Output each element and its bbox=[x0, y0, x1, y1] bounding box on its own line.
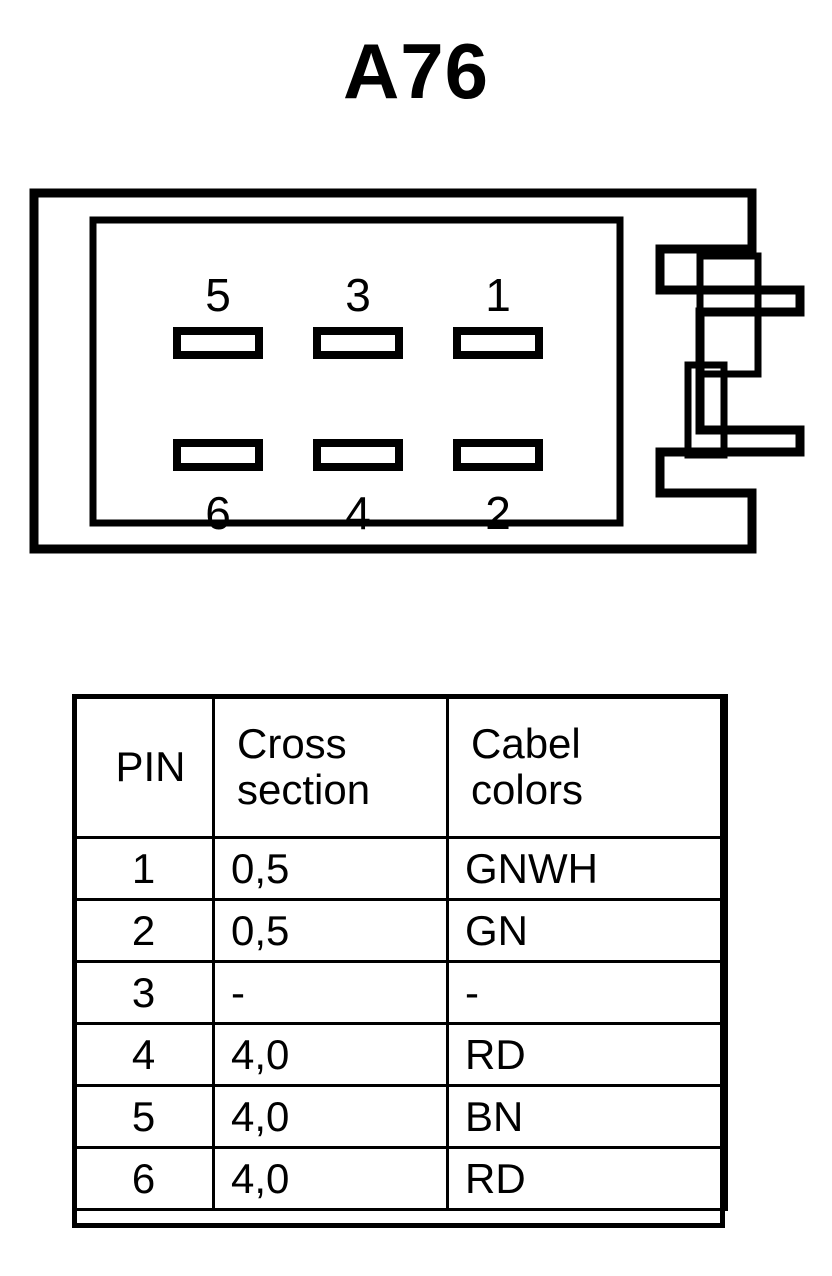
cell-pin: 1 bbox=[72, 836, 215, 901]
table-body: 1 0,5 GNWH 2 0,5 GN 3 - - 4 4,0 RD 5 4,0… bbox=[72, 836, 728, 1211]
table-row: 3 - - bbox=[72, 960, 728, 1025]
pin-slot-6 bbox=[173, 439, 263, 471]
cell-cable-color: BN bbox=[446, 1084, 728, 1149]
cell-pin: 4 bbox=[72, 1022, 215, 1087]
pin-slot-5 bbox=[173, 327, 263, 359]
pin-label-2: 2 bbox=[485, 487, 511, 539]
cell-cable-color: - bbox=[446, 960, 728, 1025]
cell-cable-color: RD bbox=[446, 1146, 728, 1211]
latch-tab-outer bbox=[696, 252, 762, 378]
table-header-row: PIN Cross section Cabel colors bbox=[72, 694, 728, 839]
cell-cross-section: 0,5 bbox=[212, 898, 449, 963]
table-row: 6 4,0 RD bbox=[72, 1146, 728, 1211]
pin-label-4: 4 bbox=[345, 487, 371, 539]
cell-pin: 3 bbox=[72, 960, 215, 1025]
cell-pin: 6 bbox=[72, 1146, 215, 1211]
column-header-cross-section: Cross section bbox=[212, 694, 449, 839]
pin-label-1: 1 bbox=[485, 269, 511, 321]
pin-slot-4 bbox=[313, 439, 403, 471]
column-header-cable-colors: Cabel colors bbox=[446, 694, 728, 839]
pin-slot-2 bbox=[453, 439, 543, 471]
cell-pin: 2 bbox=[72, 898, 215, 963]
connector-outer-housing bbox=[29, 188, 805, 554]
cable-colors-line2: colors bbox=[471, 765, 584, 813]
cell-cable-color: RD bbox=[446, 1022, 728, 1087]
table-row: 4 4,0 RD bbox=[72, 1022, 728, 1087]
connector-diagram: 5 3 1 6 4 2 bbox=[0, 180, 832, 630]
cell-pin: 5 bbox=[72, 1084, 215, 1149]
cell-cross-section: 4,0 bbox=[212, 1022, 449, 1087]
column-header-pin: PIN bbox=[72, 694, 215, 839]
table-row: 1 0,5 GNWH bbox=[72, 836, 728, 901]
page-title: A76 bbox=[342, 27, 490, 115]
cell-cable-color: GNWH bbox=[446, 836, 728, 901]
table-row: 5 4,0 BN bbox=[72, 1084, 728, 1149]
cell-cable-color: GN bbox=[446, 898, 728, 963]
cell-cross-section: 4,0 bbox=[212, 1146, 449, 1211]
pin-slot-3 bbox=[313, 327, 403, 359]
table-row: 2 0,5 GN bbox=[72, 898, 728, 963]
pin-label-5: 5 bbox=[205, 269, 231, 321]
cell-cross-section: - bbox=[212, 960, 449, 1025]
pin-label-6: 6 bbox=[205, 487, 231, 539]
pin-assignment-table: PIN Cross section Cabel colors 1 0,5 GNW… bbox=[72, 694, 728, 1211]
cross-section-line2: section bbox=[237, 765, 371, 813]
connector-inner-faceplate bbox=[89, 216, 624, 527]
pin-slot-1 bbox=[453, 327, 543, 359]
cell-cross-section: 4,0 bbox=[212, 1084, 449, 1149]
latch-tab-inner bbox=[684, 361, 728, 459]
cable-colors-line1: Cabel bbox=[471, 720, 581, 768]
cross-section-line1: Cross bbox=[237, 720, 347, 768]
pin-label-3: 3 bbox=[345, 269, 371, 321]
cell-cross-section: 0,5 bbox=[212, 836, 449, 901]
